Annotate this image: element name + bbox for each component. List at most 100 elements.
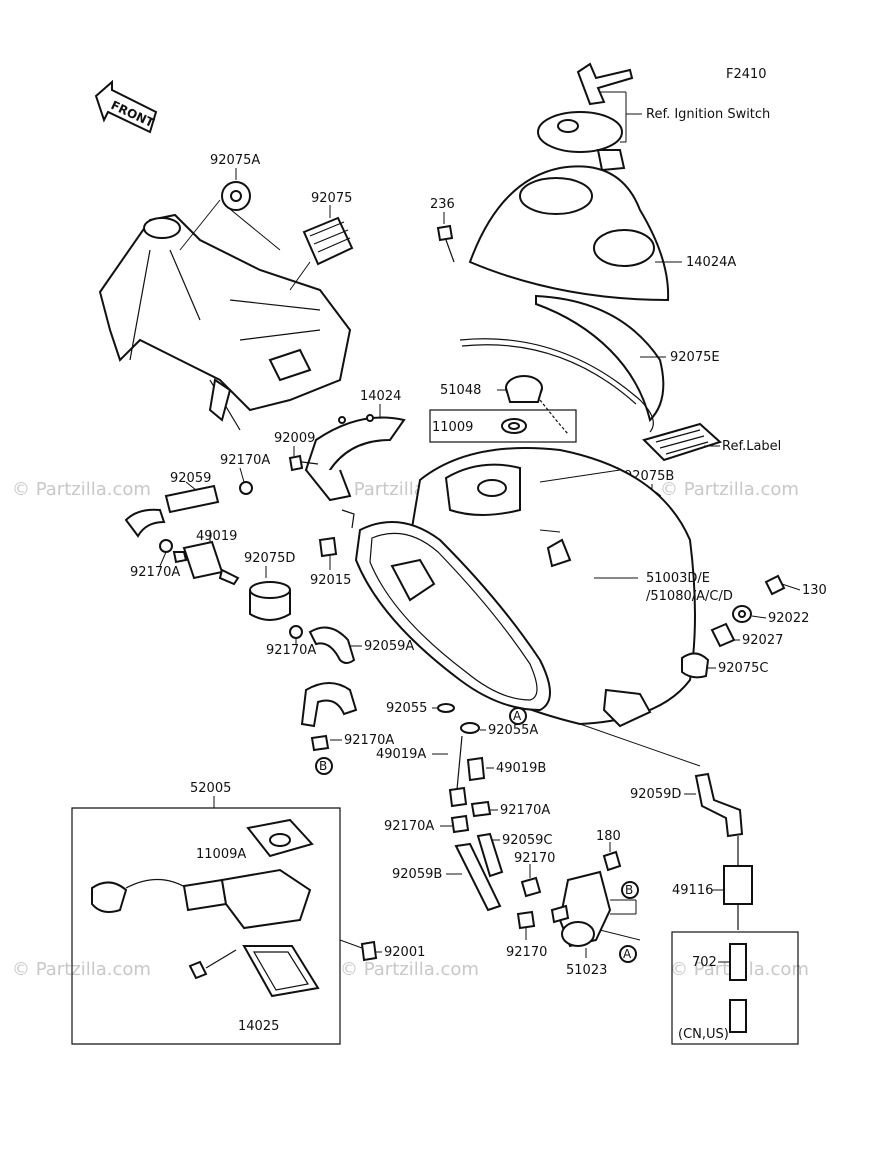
part-92075 bbox=[289, 205, 354, 291]
label-92170A: 92170A bbox=[130, 565, 180, 580]
part-92170A-top bbox=[239, 467, 253, 495]
label-11009A: 11009A bbox=[196, 847, 246, 862]
label-92027: 92027 bbox=[742, 633, 783, 648]
part-51003-fuel-tank bbox=[354, 447, 701, 767]
label-92075A: 92075A bbox=[210, 153, 260, 168]
label-52005: 52005 bbox=[190, 781, 231, 796]
label-11009: 11009 bbox=[432, 420, 473, 435]
label-49019B: 49019B bbox=[496, 761, 546, 776]
part-92075C bbox=[681, 652, 716, 679]
part-ref-label bbox=[642, 422, 722, 462]
part-92009 bbox=[288, 446, 319, 472]
part-51023: B A bbox=[550, 870, 641, 963]
label-92170A: 92170A bbox=[266, 643, 316, 658]
part-92075A bbox=[179, 168, 281, 251]
label-92059B: 92059B bbox=[392, 867, 442, 882]
label-702: 702 bbox=[692, 955, 717, 970]
marker-a-text: A bbox=[623, 947, 632, 961]
watermark: © Partzilla.com bbox=[660, 479, 799, 500]
label-51048: 51048 bbox=[440, 383, 481, 398]
label-14025: 14025 bbox=[238, 1019, 279, 1034]
watermark: © Partzilla.com bbox=[12, 959, 151, 980]
part-52005-box bbox=[71, 796, 341, 1045]
part-49019 bbox=[172, 530, 240, 586]
label-92075C: 92075C bbox=[718, 661, 768, 676]
label-92001: 92001 bbox=[384, 945, 425, 960]
part-92059 bbox=[124, 481, 220, 538]
part-11009 bbox=[429, 409, 577, 443]
label-92059D: 92059D bbox=[630, 787, 681, 802]
label-92009: 92009 bbox=[274, 431, 315, 446]
label-92075E: 92075E bbox=[670, 350, 720, 365]
label-51023: 51023 bbox=[566, 963, 607, 978]
part-92059C bbox=[476, 832, 504, 878]
label-92170A: 92170A bbox=[384, 819, 434, 834]
label-14024A: 14024A bbox=[686, 255, 736, 270]
part-92170-1 bbox=[520, 864, 542, 898]
label-92055: 92055 bbox=[386, 701, 427, 716]
part-92170A-b: B bbox=[310, 734, 342, 775]
label-92170A: 92170A bbox=[220, 453, 270, 468]
circle-marker-a: A bbox=[509, 707, 527, 725]
part-92170-2 bbox=[516, 910, 536, 940]
label-180: 180 bbox=[596, 829, 621, 844]
box-note: (CN,US) bbox=[678, 1027, 729, 1042]
part-92170A-left bbox=[159, 539, 173, 567]
label-92059C: 92059C bbox=[502, 833, 552, 848]
marker-b-text: B bbox=[319, 759, 327, 773]
part-92075D bbox=[249, 566, 291, 621]
part-702-box bbox=[671, 931, 799, 1045]
part-92059B bbox=[446, 842, 502, 912]
part-92055 bbox=[432, 703, 455, 713]
marker-b-text: B bbox=[625, 883, 633, 897]
part-49116 bbox=[712, 836, 753, 930]
label-49019: 49019 bbox=[196, 529, 237, 544]
part-180 bbox=[602, 842, 622, 872]
label-92055A: 92055A bbox=[488, 723, 538, 738]
part-92075E bbox=[459, 294, 666, 433]
label-92170A: 92170A bbox=[344, 733, 394, 748]
ref-label: Ref.Label bbox=[722, 439, 781, 454]
part-92170A-lower-2 bbox=[440, 814, 470, 834]
part-92059A bbox=[300, 626, 362, 728]
label-92075D: 92075D bbox=[244, 551, 295, 566]
label-51080: /51080/A/C/D bbox=[646, 589, 733, 604]
part-92170A-lower-1 bbox=[470, 800, 498, 818]
part-51048 bbox=[497, 375, 569, 435]
label-49019A: 49019A bbox=[376, 747, 426, 762]
part-14024 bbox=[304, 404, 406, 502]
label-51003: 51003D/E bbox=[646, 571, 710, 586]
label-92059A: 92059A bbox=[364, 639, 414, 654]
frame bbox=[98, 213, 352, 431]
label-92170: 92170 bbox=[506, 945, 547, 960]
label-92022: 92022 bbox=[768, 611, 809, 626]
marker-a-text: A bbox=[513, 709, 522, 723]
part-236 bbox=[436, 212, 455, 263]
part-92001 bbox=[339, 939, 382, 962]
part-49019B bbox=[466, 756, 494, 782]
ignition-switch bbox=[537, 62, 642, 172]
label-92015: 92015 bbox=[310, 573, 351, 588]
label-92170A: 92170A bbox=[500, 803, 550, 818]
part-14024A bbox=[468, 165, 682, 302]
part-92170A-mid bbox=[289, 625, 303, 644]
part-92027 bbox=[710, 622, 740, 648]
ref-ignition-switch: Ref. Ignition Switch bbox=[646, 107, 770, 122]
label-14024: 14024 bbox=[360, 389, 401, 404]
label-49116: 49116 bbox=[672, 883, 713, 898]
label-130: 130 bbox=[802, 583, 827, 598]
watermark: © Partzilla.com bbox=[340, 959, 479, 980]
diagram-code: F2410 bbox=[726, 67, 767, 82]
part-92015 bbox=[318, 509, 355, 570]
part-92022 bbox=[732, 605, 767, 623]
part-49019A bbox=[432, 735, 468, 808]
watermark: © Partzilla.com bbox=[12, 479, 151, 500]
front-arrow: FRONT bbox=[94, 79, 158, 134]
label-92059: 92059 bbox=[170, 471, 211, 486]
label-92075: 92075 bbox=[311, 191, 352, 206]
label-92170: 92170 bbox=[514, 851, 555, 866]
label-236: 236 bbox=[430, 197, 455, 212]
part-92055A bbox=[460, 722, 486, 734]
part-130 bbox=[764, 574, 801, 596]
